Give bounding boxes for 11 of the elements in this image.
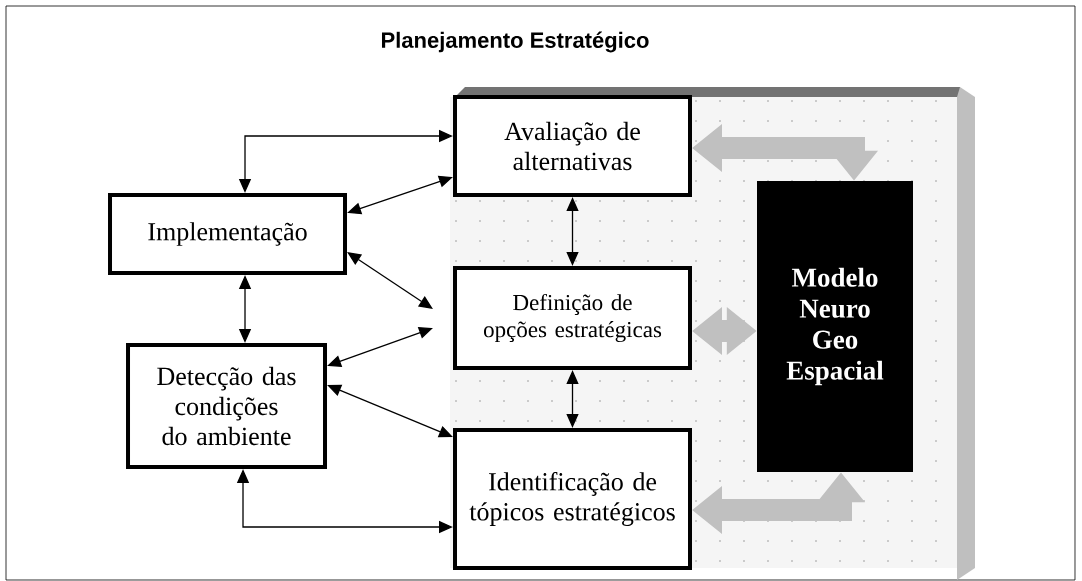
process-box: Definição de opções estratégicas (453, 266, 692, 370)
process-box: Identificação de tópicos estratégicos (453, 428, 692, 570)
process-box: Avaliação de alternativas (453, 95, 692, 197)
title: Planejamento Estratégico (382, 31, 649, 53)
model-box: Modelo Neuro Geo Espacial (757, 181, 913, 472)
arrow (347, 252, 433, 309)
arrow (347, 175, 453, 215)
arrow (327, 326, 433, 368)
process-box: Detecção das condições do ambiente (126, 343, 327, 469)
process-box: Implementação (108, 193, 347, 275)
arrow (327, 384, 453, 438)
